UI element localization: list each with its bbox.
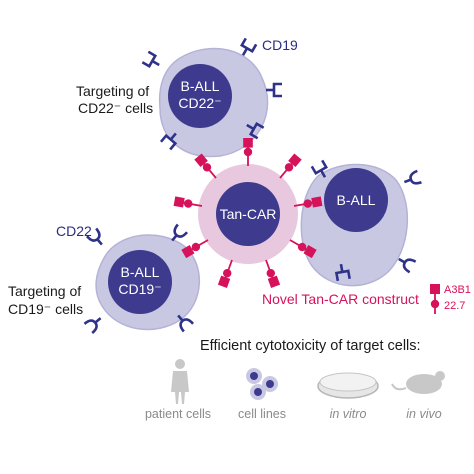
in-vitro-label: in vitro (330, 407, 367, 421)
human-figure-icon (171, 359, 189, 404)
top-cell-nucleus (168, 64, 232, 128)
top-nucleus-label-2: CD22⁻ (178, 95, 221, 111)
novel-construct-label: Novel Tan-CAR construct (262, 291, 419, 307)
cd19-receptor (264, 82, 284, 98)
tan-car-receptor (275, 152, 303, 182)
right-cell-nucleus (324, 168, 388, 232)
targeting-cd22-line2: CD22⁻ cells (78, 100, 153, 116)
cd22-label: CD22 (56, 223, 92, 239)
cd22-receptor (83, 312, 106, 335)
left-cell-nucleus (108, 250, 172, 314)
in-vivo-label: in vivo (406, 407, 441, 421)
construct-legend: Novel Tan-CAR construct A3B1 22.7 (262, 284, 471, 314)
a3b1-label: A3B1 (444, 284, 471, 296)
targeting-cd19-line1: Targeting of (8, 283, 81, 299)
petri-dish-icon (317, 372, 379, 399)
tan-car-receptor (260, 257, 281, 289)
tan-car-receptor (242, 137, 254, 167)
patient-cells-label: patient cells (145, 407, 211, 421)
cd19-label: CD19 (262, 37, 298, 53)
a3b1-domain-icon (430, 284, 440, 294)
right-nucleus-label: B-ALL (337, 192, 376, 208)
cell-lines-label: cell lines (238, 407, 286, 421)
domain-22-7-icon (430, 299, 440, 309)
targeting-cd22-line1: Targeting of (76, 83, 149, 99)
efficacy-title: Efficient cytotoxicity of target cells: (200, 338, 421, 354)
tan-car-cell: Tan-CAR (172, 137, 324, 289)
cd19-receptor (141, 50, 164, 72)
right-target-cell: B-ALL (300, 159, 423, 287)
cell-cluster-icon (246, 368, 278, 400)
tan-car-label: Tan-CAR (220, 206, 277, 222)
targeting-cd19-line2: CD19⁻ cells (8, 301, 83, 317)
left-nucleus-label-1: B-ALL (121, 264, 160, 280)
top-target-cell: B-ALL CD22⁻ (141, 37, 284, 158)
top-nucleus-label-1: B-ALL (181, 78, 220, 94)
tan-car-receptor (193, 152, 221, 182)
mouse-icon (391, 371, 445, 394)
v227-label: 22.7 (444, 300, 465, 312)
left-nucleus-label-2: CD19⁻ (118, 281, 161, 297)
left-target-cell: B-ALL CD19⁻ (83, 223, 200, 335)
cd22-receptor (401, 169, 423, 189)
tan-car-receptor (217, 257, 238, 289)
